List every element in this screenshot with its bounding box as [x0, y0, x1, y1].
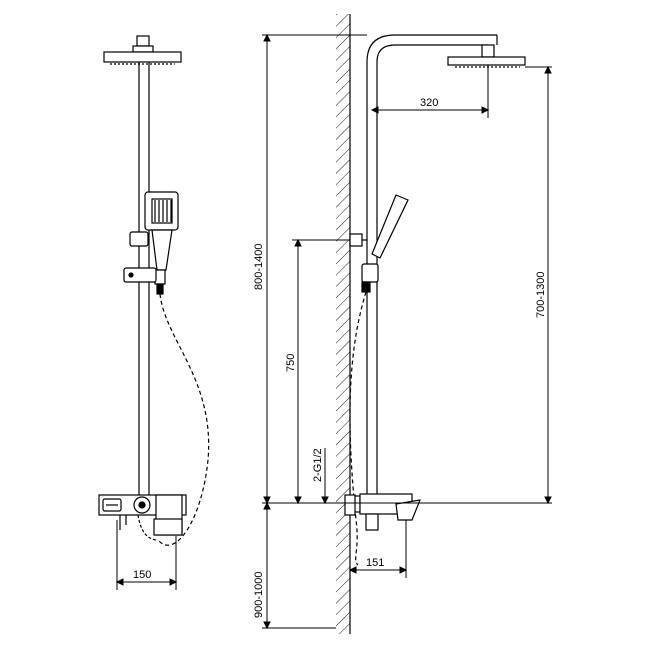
side-overhead-shower-head: [447, 44, 526, 68]
label-height-total: 800-1400: [253, 244, 265, 291]
label-head-height: 700-1300: [535, 272, 547, 319]
side-dimensions: [262, 33, 552, 630]
valve-projection-dimension: [348, 520, 408, 578]
front-width-dimension: [115, 520, 178, 590]
slide-length-dimension: [292, 238, 350, 505]
front-hand-shower: [144, 191, 179, 295]
label-floor-height: 900-1000: [253, 572, 265, 619]
front-holder-bracket: [123, 231, 157, 283]
front-overhead-shower-head: [103, 35, 182, 65]
side-wall-bracket: [349, 233, 367, 247]
inlet-thread-dimension: [321, 448, 329, 505]
floor-height-dimension: [262, 501, 336, 630]
arm-reach-dimension: [370, 65, 490, 118]
label-inlet-thread: 2-G1/2: [312, 448, 324, 482]
label-valve-projection: 151: [366, 557, 384, 569]
height-total-dimension: [262, 33, 367, 505]
front-mixer-valve: [98, 494, 187, 541]
label-slide-length: 750: [285, 354, 297, 372]
side-view: [262, 34, 526, 566]
front-view: [98, 35, 210, 590]
head-height-dimension: [420, 65, 552, 505]
wall: [336, 14, 351, 634]
side-mixer-valve: [344, 493, 421, 531]
label-arm-reach: 320: [420, 97, 438, 109]
side-hose: [349, 291, 367, 566]
side-hand-shower: [361, 194, 409, 293]
label-front-width: 150: [133, 569, 151, 581]
